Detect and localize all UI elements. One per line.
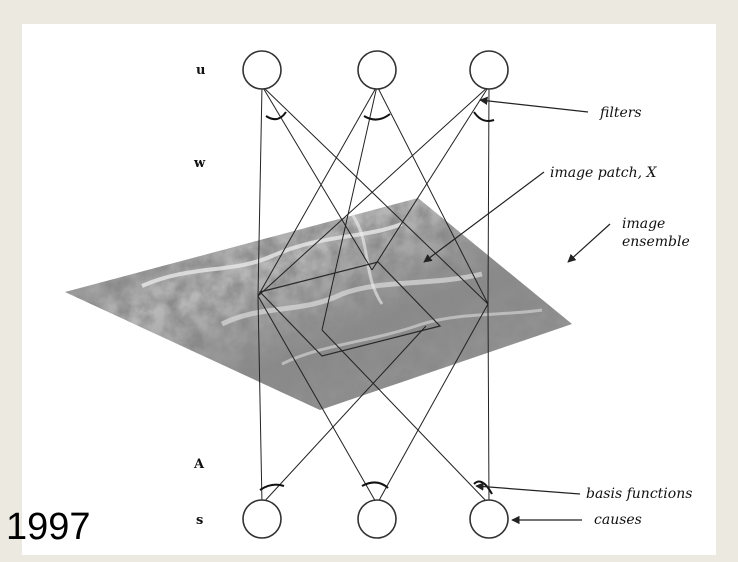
s-node: [243, 500, 281, 538]
network-diagram: u w A s filters image patch, X image ens…: [22, 24, 716, 555]
s-node: [358, 500, 396, 538]
layer-label-w: w: [193, 156, 206, 171]
layer-label-u: u: [196, 63, 205, 78]
image-ensemble-arrow: [568, 224, 610, 262]
s-layer-nodes: [243, 500, 508, 538]
image-ensemble-plane: [65, 198, 572, 410]
u-layer-nodes: [243, 51, 508, 89]
layer-label-a: A: [193, 457, 205, 472]
neural-network-figure: u w A s filters image patch, X image ens…: [22, 24, 716, 555]
basis-functions-label: basis functions: [586, 486, 692, 502]
filters-arrow: [480, 100, 588, 112]
layer-label-s: s: [196, 513, 203, 528]
image-ensemble-label-line2: ensemble: [622, 234, 690, 250]
u-node: [358, 51, 396, 89]
causes-label: causes: [594, 512, 642, 528]
basis-function-arcs: [260, 482, 492, 494]
year-label: 1997: [6, 508, 91, 546]
filter-arcs: [266, 112, 494, 121]
filters-label: filters: [599, 105, 642, 121]
image-patch-label: image patch, X: [550, 165, 657, 181]
u-node: [470, 51, 508, 89]
image-ensemble-label-line1: image: [622, 216, 665, 232]
image-patch-arrow: [424, 172, 544, 262]
u-node: [243, 51, 281, 89]
s-node: [470, 500, 508, 538]
